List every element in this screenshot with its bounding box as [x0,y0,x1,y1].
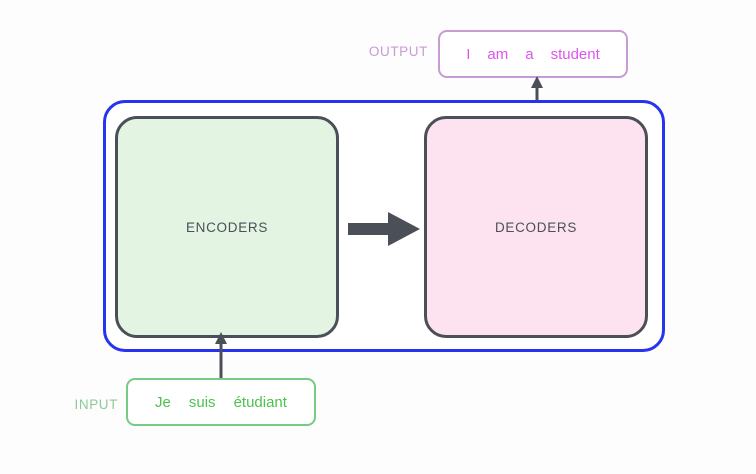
input-token: suis [188,393,216,411]
decoders-block: DECODERS [424,116,648,338]
input-to-encoders-arrow-icon [211,332,231,380]
input-box: Je suis étudiant [126,378,316,426]
output-token-list: I am a student [466,46,600,63]
encoders-to-decoders-arrow-icon [348,212,420,246]
input-token: Je [155,393,171,411]
input-token-list: Je suis étudiant [155,394,287,411]
output-label: OUTPUT [368,44,428,59]
output-token: student [550,45,600,63]
input-label: INPUT [74,397,118,412]
output-token: a [525,45,534,63]
output-box: I am a student [438,30,628,78]
encoders-block: ENCODERS [115,116,339,338]
encoders-label: ENCODERS [185,219,269,235]
decoders-label: DECODERS [494,219,578,235]
output-token: am [487,45,509,63]
input-token: étudiant [233,393,287,411]
output-token: I [466,45,471,63]
